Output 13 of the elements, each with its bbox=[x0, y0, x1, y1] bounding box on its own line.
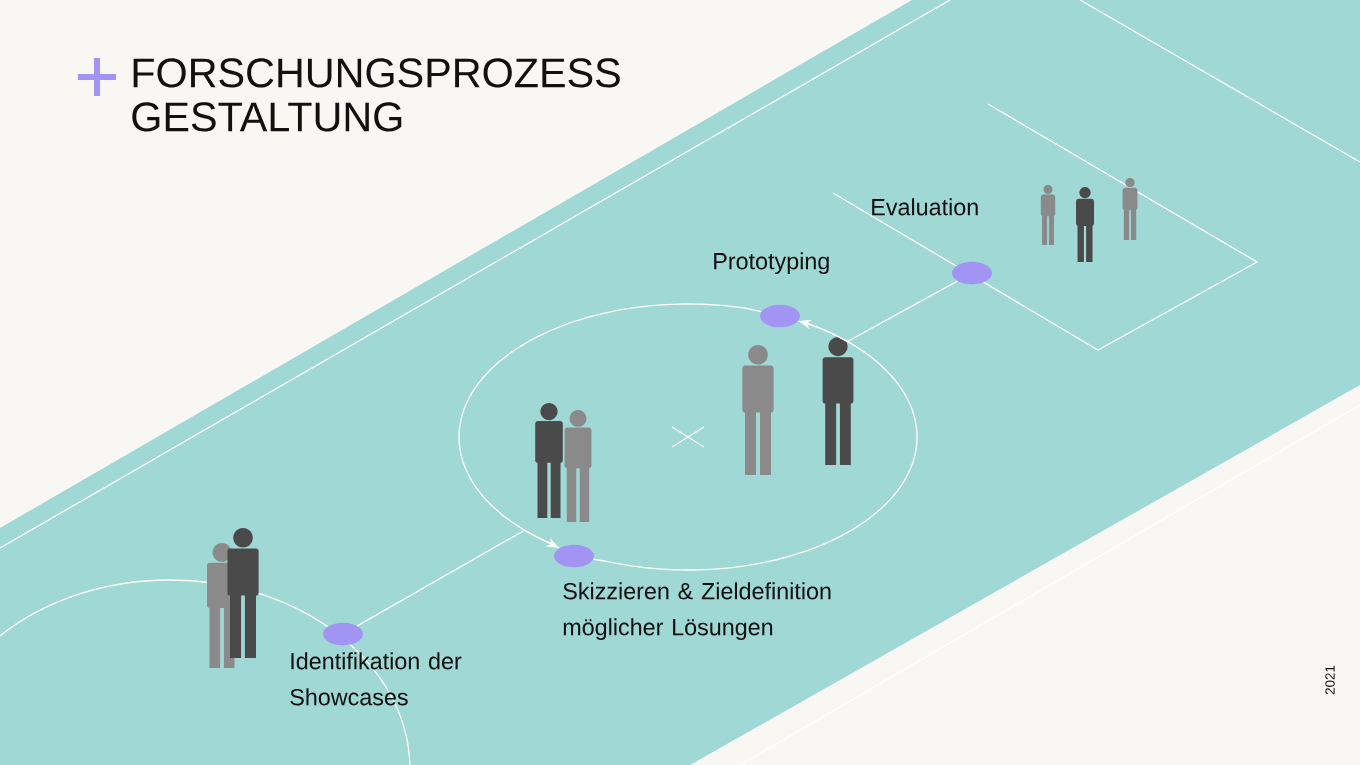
connector-line bbox=[592, 319, 918, 571]
title: FORSCHUNGSPROZESS GESTALTUNG bbox=[132, 58, 620, 132]
connector-line bbox=[797, 280, 959, 343]
step-marker bbox=[554, 544, 594, 568]
step-label: Skizzieren & Zieldefinition möglicher Lösungen bbox=[563, 582, 831, 641]
step-label: Evaluation bbox=[872, 198, 978, 216]
connector-line bbox=[356, 529, 560, 627]
step-marker bbox=[760, 304, 800, 328]
step-label: Prototyping bbox=[714, 252, 829, 275]
step-marker bbox=[323, 622, 363, 646]
step-label: Identifikation der Showcases bbox=[290, 652, 462, 706]
year-label: 2021 bbox=[1325, 665, 1335, 695]
step-marker bbox=[952, 261, 992, 285]
